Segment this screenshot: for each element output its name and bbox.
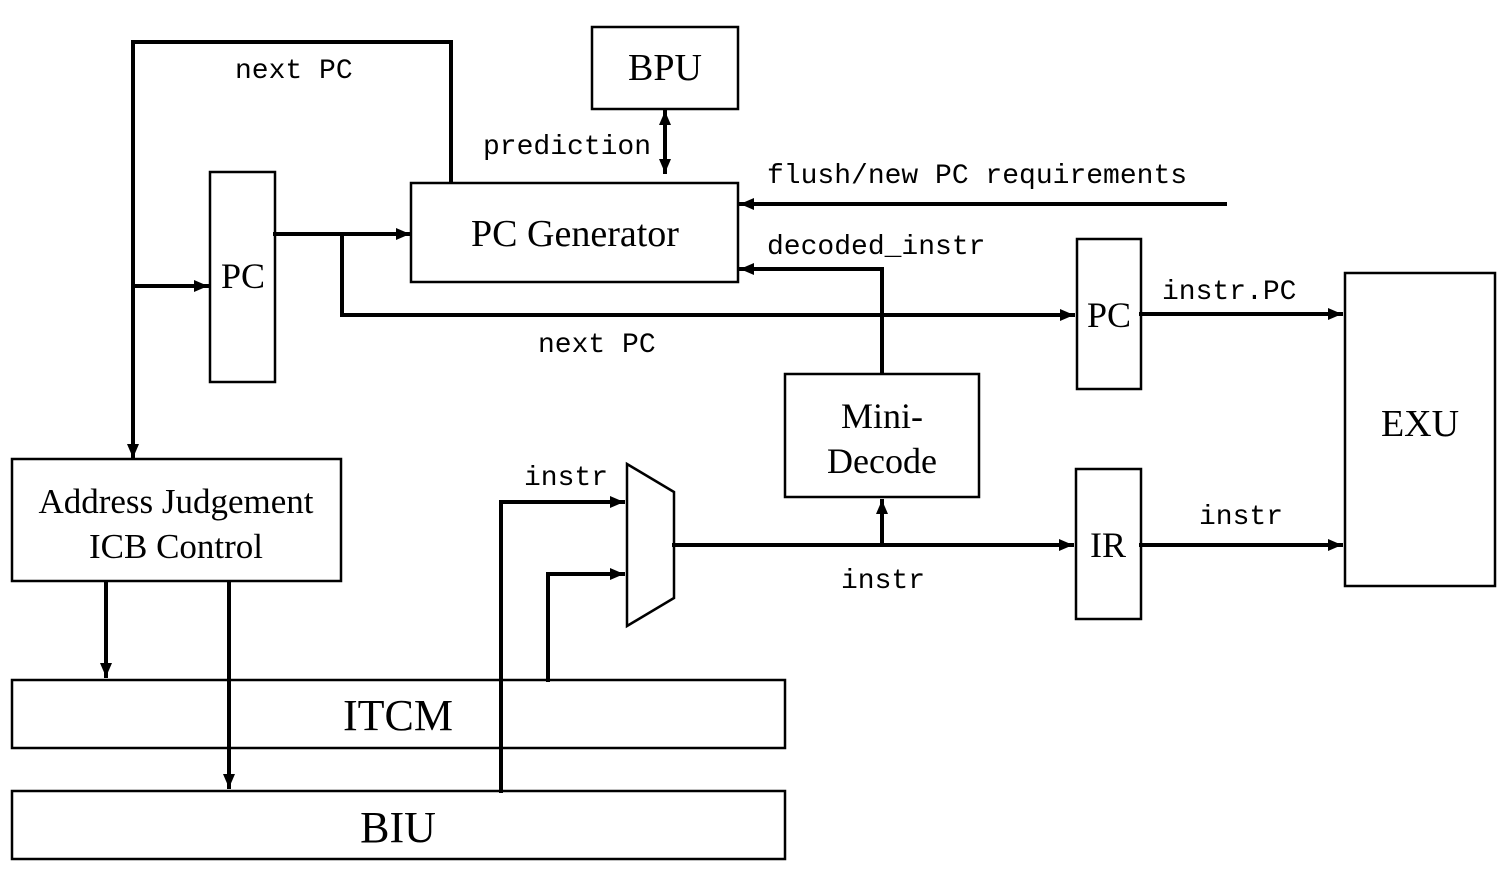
pc-register-right: PC [1075, 237, 1143, 391]
icb-control-label: ICB Control [89, 527, 263, 566]
biu-to-mux-wire [499, 496, 625, 793]
ir-label: IR [1090, 525, 1126, 565]
prediction-label: prediction [483, 132, 651, 163]
exu-block: EXU [1343, 271, 1497, 588]
biu-block: BIU [10, 789, 787, 861]
ir-register: IR [1074, 467, 1143, 621]
pc-generator-label: PC Generator [471, 213, 679, 255]
instr-mux-in-label: instr [524, 463, 608, 494]
decoded-instr-wire [739, 263, 884, 374]
mini-decode-label-line1: Mini- [841, 396, 923, 436]
pc-to-right-pc-wire [340, 232, 1075, 321]
itcm-block: ITCM [10, 678, 787, 750]
bpu-block: BPU [590, 25, 740, 111]
mini-decode-block: Mini- Decode [783, 372, 981, 499]
exu-label: EXU [1381, 403, 1459, 445]
biu-label: BIU [360, 803, 436, 852]
itcm-label: ITCM [343, 691, 453, 740]
flush-label: flush/new PC requirements [767, 161, 1187, 192]
instr-ir-out-label: instr [1199, 502, 1283, 533]
instr-mux [625, 461, 676, 629]
pc-right-label: PC [1087, 295, 1131, 335]
pc-left-label: PC [221, 256, 265, 296]
address-judgement-block: Address Judgement ICB Control [10, 457, 343, 583]
next-pc-mid-label: next PC [538, 330, 656, 361]
next-pc-feedback-wire [127, 40, 453, 459]
next-pc-top-label: next PC [235, 56, 353, 87]
bpu-label: BPU [628, 47, 702, 89]
decoded-instr-label: decoded_instr [767, 232, 985, 263]
pc-generator-block: PC Generator [409, 181, 740, 284]
instr-pc-label: instr.PC [1162, 277, 1296, 308]
itcm-to-mux-wire [546, 568, 625, 682]
instr-mux-out-label: instr [841, 566, 925, 597]
address-judgement-label: Address Judgement [38, 482, 313, 521]
pc-register-left: PC [208, 170, 277, 384]
mini-decode-label-line2: Decode [827, 441, 937, 481]
